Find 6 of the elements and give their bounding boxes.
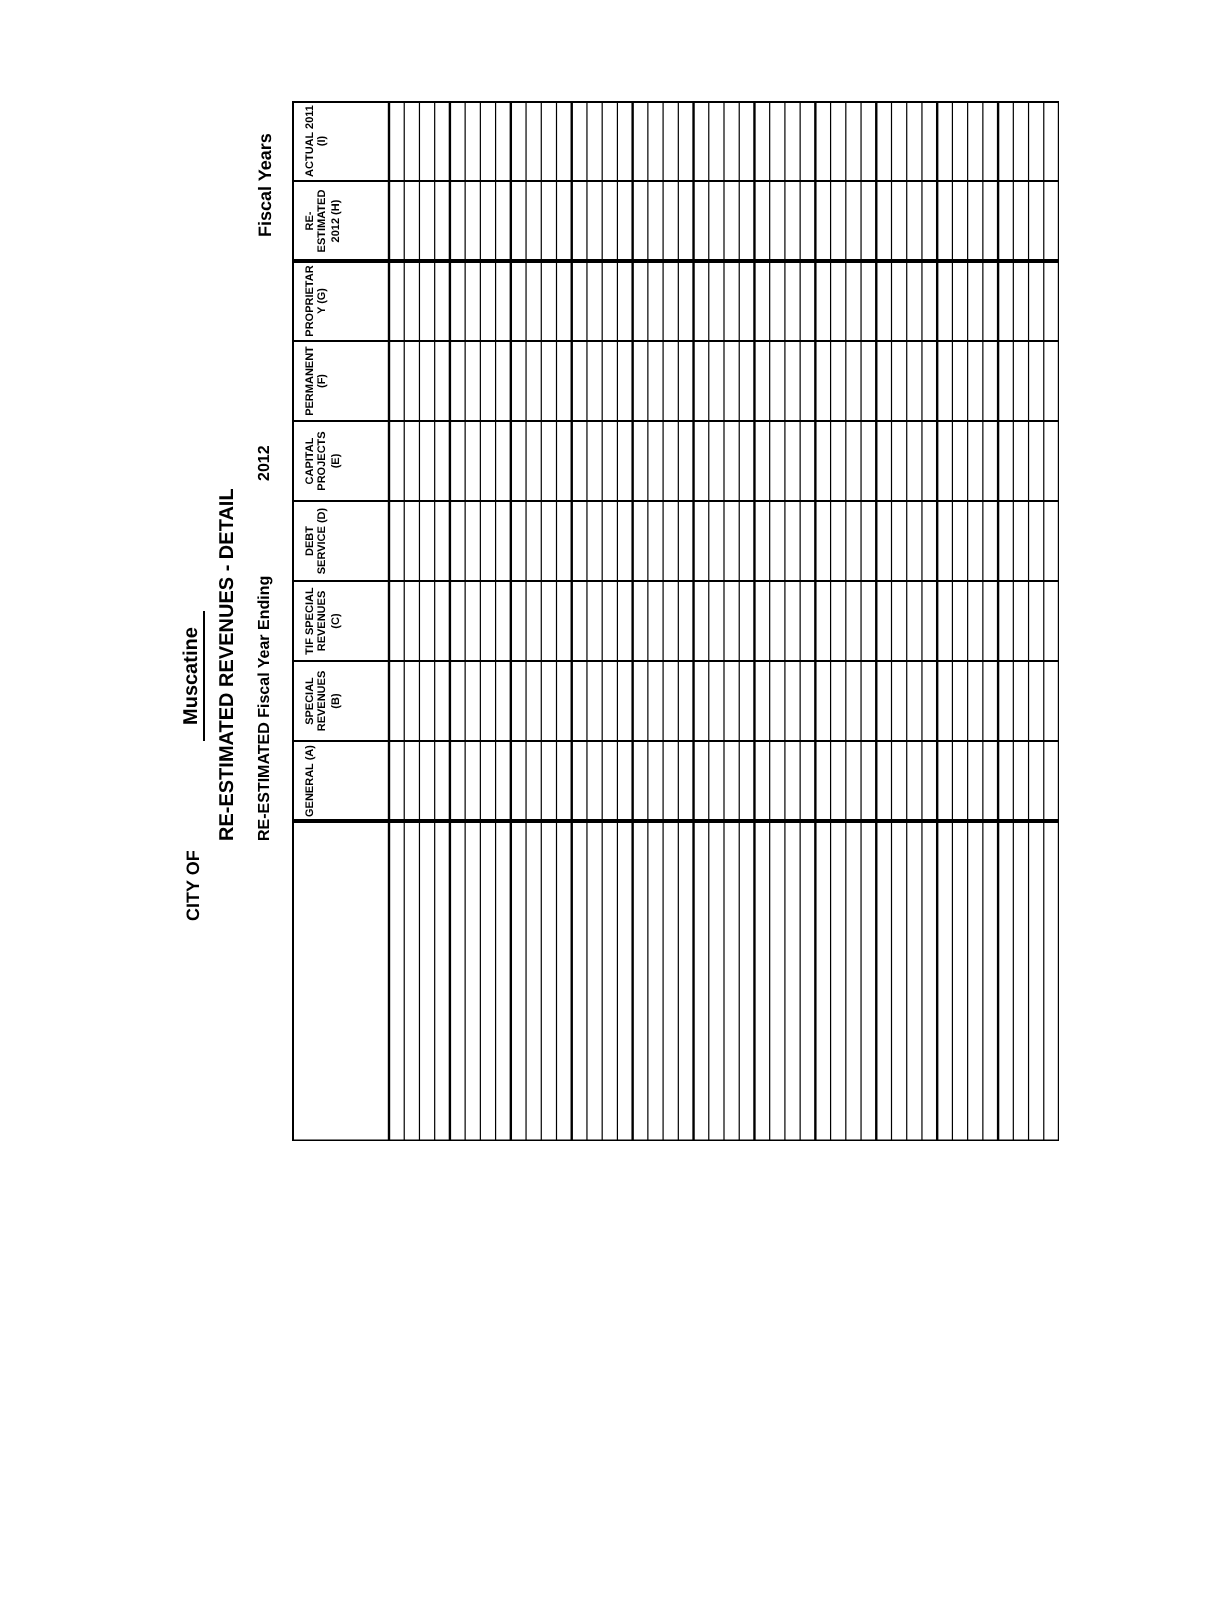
column-group-heading: Fiscal Years [257,132,277,236]
subheading: RE-ESTIMATED Fiscal Year Ending [257,574,275,840]
year-label: 2012 [257,444,275,480]
city-label: CITY OF [185,849,205,920]
city-name: Muscatine [181,610,205,740]
title: RE-ESTIMATED REVENUES - DETAIL [217,487,239,840]
